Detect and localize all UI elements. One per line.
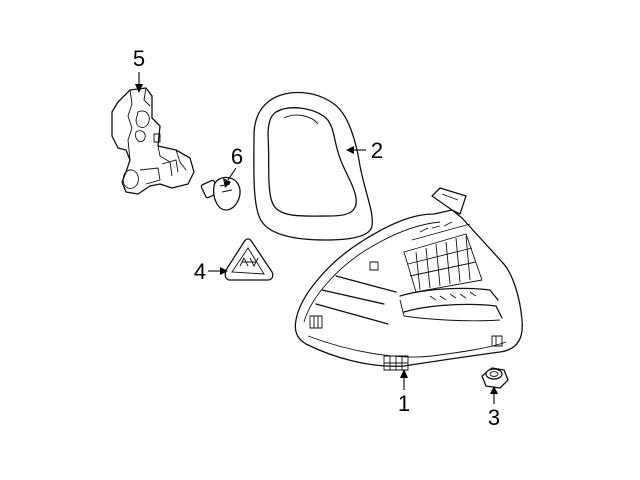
callout-number-5: 5 bbox=[133, 46, 145, 71]
callout-2: 2 bbox=[346, 138, 383, 163]
callout-4: 4 bbox=[194, 259, 228, 284]
gasket-part bbox=[253, 91, 373, 241]
callout-number-3: 3 bbox=[488, 405, 500, 430]
callout-3: 3 bbox=[488, 386, 500, 430]
callout-number-4: 4 bbox=[194, 259, 206, 284]
callout-1: 1 bbox=[398, 369, 410, 416]
callout-6: 6 bbox=[223, 144, 243, 188]
callout-number-2: 2 bbox=[371, 138, 383, 163]
callout-5: 5 bbox=[133, 46, 145, 93]
callout-number-6: 6 bbox=[231, 144, 243, 169]
bulb-part bbox=[200, 176, 241, 211]
tail-lamp-assembly-part bbox=[294, 187, 523, 371]
nut-part bbox=[481, 367, 509, 389]
callout-number-1: 1 bbox=[398, 391, 410, 416]
socket-carrier-part bbox=[111, 87, 195, 195]
reflector-label-part bbox=[224, 238, 274, 281]
